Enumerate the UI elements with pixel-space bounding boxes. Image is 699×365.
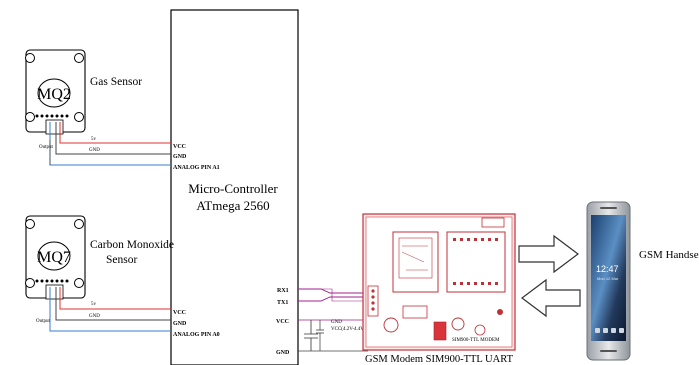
- mcu-pin-analog-a1: ANALOG PIN A1: [173, 165, 220, 171]
- mcu-pin-tx1: TX1: [277, 300, 288, 306]
- top-header: [482, 218, 504, 227]
- mcu-pin-gnd-1: GND: [173, 154, 187, 160]
- mcu-pin-vcc-1: VCC: [173, 144, 186, 150]
- mq2-5v-label: 5v: [91, 137, 97, 142]
- mcu-pin-vcc-3: VCC: [276, 319, 289, 325]
- mq2-chip-label: MQ2: [37, 86, 71, 103]
- gsm-modem-board: SIM900-TTL MODEM GSM Modem SIM900-TTL UA…: [363, 214, 515, 365]
- phone-speaker: [600, 207, 617, 209]
- mq2-mount-hole: [26, 54, 35, 63]
- mq2-mount-hole: [75, 113, 84, 122]
- mcu-label-line1: Micro-Controller: [188, 181, 278, 196]
- mq7-gnd-label: GND: [89, 314, 100, 319]
- gsm-handset: 12:47 Mon 12 Mar GSM Handset: [587, 202, 699, 360]
- sim900-module: [393, 232, 438, 292]
- board-silkscreen-label: SIM900-TTL MODEM: [452, 338, 500, 343]
- mcu-pin-gnd-3: GND: [276, 350, 290, 356]
- gsm-gnd-label: GND: [331, 320, 342, 325]
- decoupling-capacitor: [304, 320, 318, 351]
- mq2-mount-hole: [75, 54, 84, 63]
- mq7-title-line2: Sensor: [106, 254, 137, 266]
- mq2-title: Gas Sensor: [90, 76, 142, 88]
- mcu-pin-rx1: RX1: [277, 288, 289, 294]
- mcu-pin-gnd-2: GND: [173, 321, 187, 327]
- mq7-output-label: Output: [36, 319, 51, 324]
- phone-date: Mon 12 Mar: [597, 276, 619, 281]
- gsm-modem-caption: GSM Modem SIM900-TTL UART: [365, 354, 514, 365]
- mq2-gnd-label: GND: [89, 148, 100, 153]
- mq7-mount-hole: [75, 220, 84, 229]
- mq7-5v-label: 5v: [91, 302, 97, 307]
- arrow-left-icon: [522, 280, 580, 316]
- microcontroller-block: Micro-Controller ATmega 2560: [171, 10, 298, 365]
- mq2-output-label: Output: [39, 145, 54, 150]
- sim-card-slot: [434, 322, 446, 340]
- rx1-wire: [298, 289, 368, 293]
- mcu-label-line2: ATmega 2560: [196, 198, 269, 213]
- mcu-pin-vcc-2: VCC: [173, 310, 186, 316]
- mq7-chip-label: MQ7: [37, 249, 71, 266]
- mq7-mount-hole: [26, 279, 35, 288]
- tx1-wire: [298, 297, 368, 301]
- mq7-mount-hole: [26, 220, 35, 229]
- arrow-right-icon: [519, 236, 578, 272]
- handset-label: GSM Handset: [639, 249, 699, 261]
- mcu-pin-analog-a0: ANALOG PIN A0: [173, 332, 220, 338]
- phone-clock: 12:47: [596, 264, 619, 274]
- mq7-title-line1: Carbon Monoxide: [90, 239, 174, 251]
- gsm-vcc-range-label: VCC(4.2V-4.4V): [331, 327, 366, 332]
- mq7-mount-hole: [75, 279, 84, 288]
- signal-arrows: [519, 236, 580, 316]
- mq2-mount-hole: [26, 113, 35, 122]
